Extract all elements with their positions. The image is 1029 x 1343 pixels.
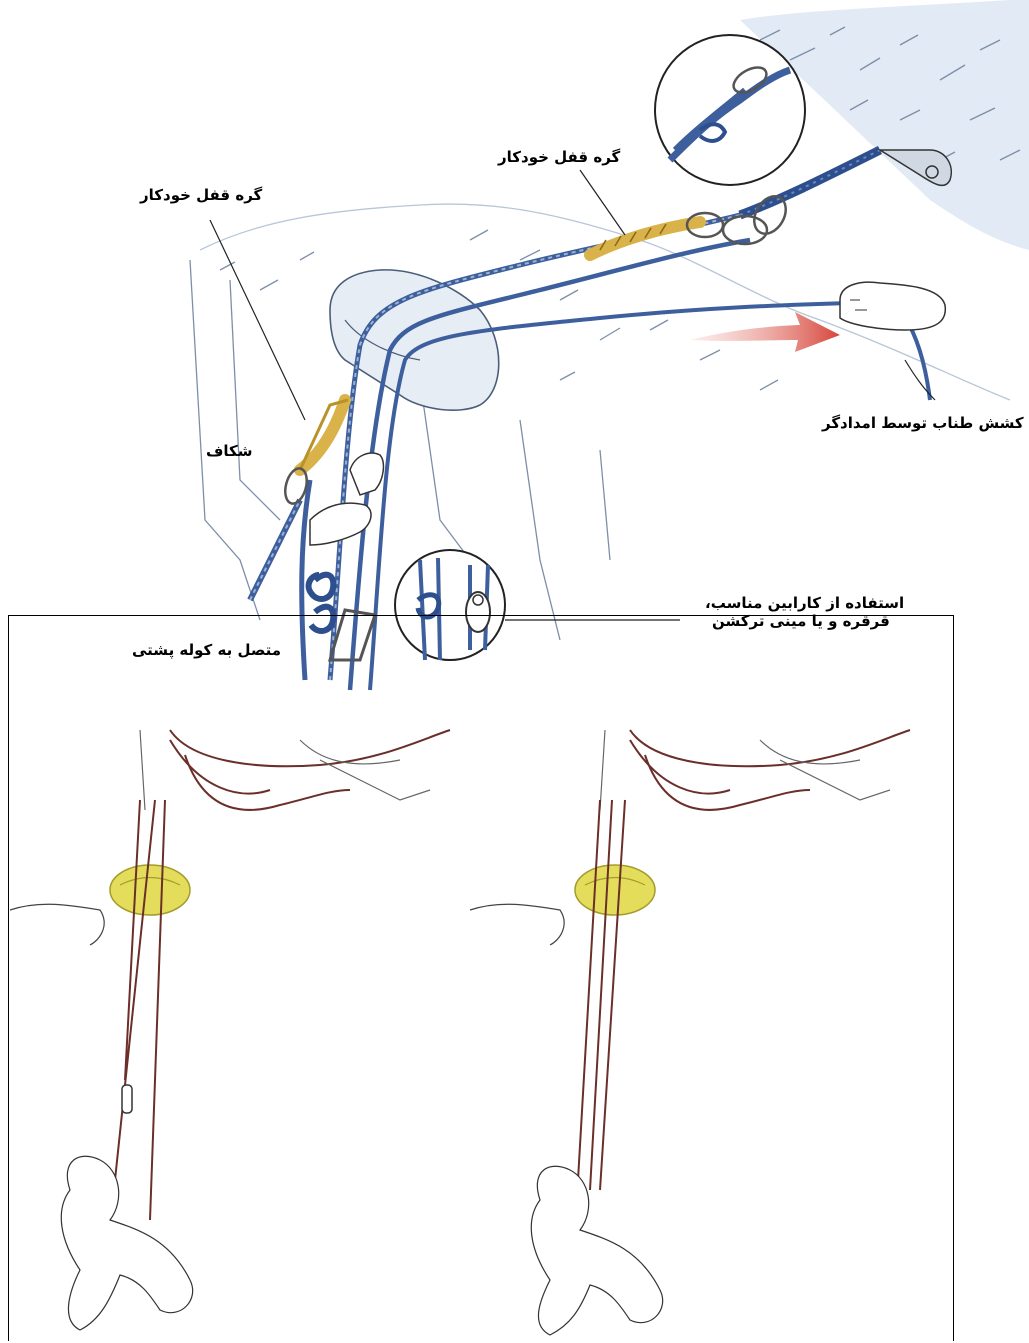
hauling-panel-left [10,730,450,1330]
label-autoblock-knot-left: گره قفل خودکار [140,186,262,205]
leader-lines [210,170,935,620]
hauling-panel-right [470,730,910,1335]
figure-eight-knots [309,575,375,660]
label-autoblock-knot-right: گره قفل خودکار [498,148,620,167]
autoblock-knot-left-drawing [282,400,348,506]
autoblock-knot-right-drawing [590,222,700,255]
label-rescuer-pull: کشش طناب توسط امدادگر [822,414,1024,433]
label-use-equipment-line2: قرقره و یا مینی ترکشن [712,612,890,631]
label-use-equipment-line1: استفاده از کارابین مناسب، [705,594,904,613]
pull-direction-arrow [690,312,840,352]
rescuer-pull-hand [840,282,945,330]
label-connected-to-backpack: متصل به کوله پشتی [132,641,281,660]
detail-circle-top [655,35,805,185]
detail-circle-bottom [395,550,505,660]
label-crack: شکاف [206,442,253,461]
